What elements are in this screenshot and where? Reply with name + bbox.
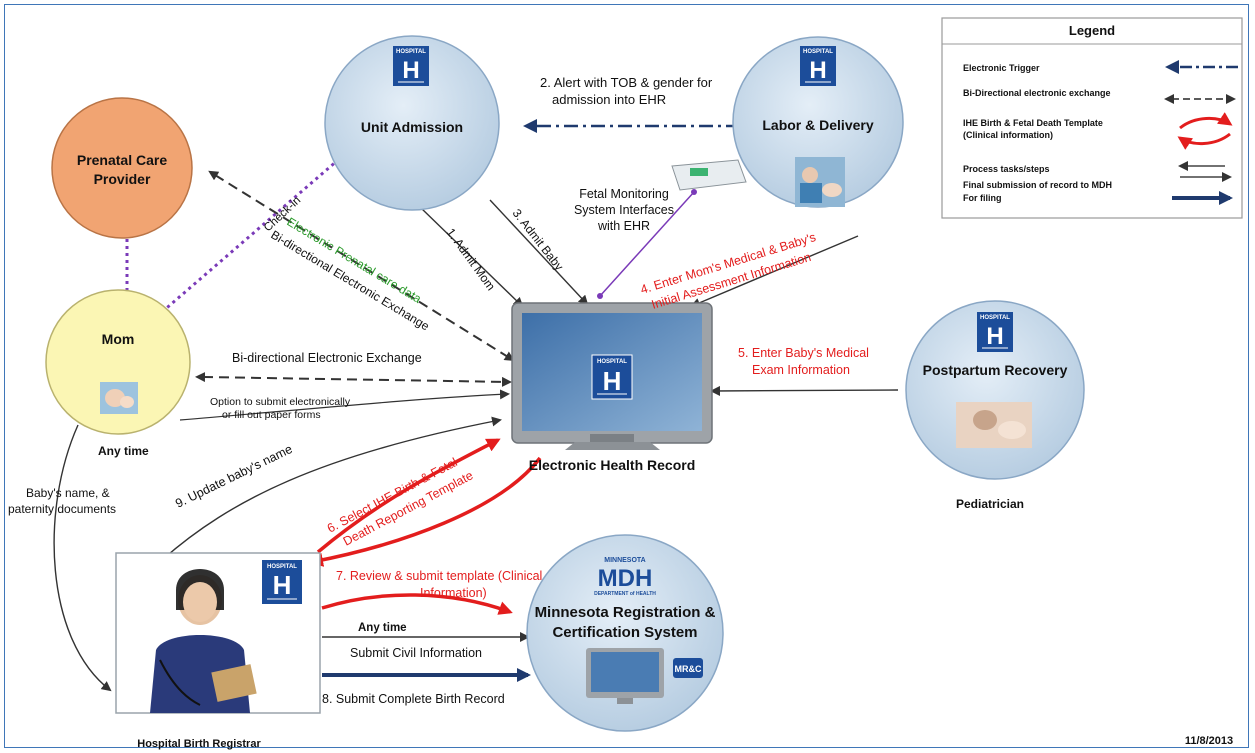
svg-text:MINNESOTA: MINNESOTA xyxy=(604,557,645,564)
pediatrician-label: Pediatrician xyxy=(956,497,1024,511)
legend-item-ihe-sub: (Clinical information) xyxy=(963,130,1053,140)
svg-text:H: H xyxy=(986,323,1003,350)
review-submit-line2: Information) xyxy=(420,586,487,600)
select-template-arrow-down xyxy=(309,456,542,567)
delivery-photo xyxy=(795,157,845,207)
date-label: 11/8/2013 xyxy=(1185,735,1233,747)
fetal-monitor-device xyxy=(671,159,747,191)
admit-baby-label: 3. Admit Baby xyxy=(510,206,567,273)
enter-exam-line1: 5. Enter Baby's Medical xyxy=(738,346,869,360)
mom-registrar-arrow xyxy=(53,424,112,692)
pediatric-photo xyxy=(956,402,1032,448)
legend-box: Legend Electronic Trigger Bi-Directional… xyxy=(941,17,1243,219)
admit-baby-arrow xyxy=(489,199,589,306)
prenatal-ehr-exchange xyxy=(208,170,515,362)
submit-civil-label: Submit Civil Information xyxy=(350,646,482,660)
svg-text:H: H xyxy=(809,57,826,84)
hospital-icon: HOSPITAL H xyxy=(393,46,429,86)
mrc-label-line2: Certification System xyxy=(552,624,697,641)
babys-name-line2: paternity documents xyxy=(8,502,116,516)
hospital-icon: HOSPITAL H xyxy=(800,46,836,86)
any-time-left-label: Any time xyxy=(98,444,149,458)
registrar-photo: HOSPITAL H xyxy=(115,552,321,714)
hospital-icon: HOSPITAL H xyxy=(591,354,633,400)
postpartum-label: Postpartum Recovery xyxy=(923,362,1068,378)
mrc-badge: MR&C xyxy=(673,658,703,678)
update-name-label: 9. Update baby's name xyxy=(173,442,294,511)
svg-text:HOSPITAL: HOSPITAL xyxy=(980,315,1010,321)
registrar-label: Hospital Birth Registrar xyxy=(137,738,261,750)
mom-label: Mom xyxy=(102,331,135,347)
mrc-label-line1: Minnesota Registration & xyxy=(535,604,716,621)
mrc-monitor xyxy=(586,648,664,704)
legend-item-process: Process tasks/steps xyxy=(963,164,1050,174)
mom-baby-photo xyxy=(100,382,138,414)
hospital-icon: HOSPITAL H xyxy=(977,312,1013,352)
option-label-line2: or fill out paper forms xyxy=(222,409,321,421)
fetal-label-line1: Fetal Monitoring xyxy=(579,187,669,201)
ehr-label: Electronic Health Record xyxy=(529,457,696,473)
unit-admission-label: Unit Admission xyxy=(361,119,463,135)
enter-assessment-arrow xyxy=(690,235,859,308)
mrc-node: MINNESOTA MDH DEPARTMENT of HEALTH Minne… xyxy=(526,534,724,732)
mom-ehr-exchange xyxy=(195,372,512,387)
svg-text:DEPARTMENT of HEALTH: DEPARTMENT of HEALTH xyxy=(594,591,656,597)
bidirectional-diag-label: Bi-directional Electronic Exchange xyxy=(268,228,432,334)
svg-text:H: H xyxy=(402,57,419,84)
prenatal-label-line2: Provider xyxy=(94,171,151,187)
admit-mom-label: 1. Admit Mom xyxy=(444,226,498,294)
hospital-icon: HOSPITAL H xyxy=(262,560,302,604)
ehr-monitor: HOSPITAL H xyxy=(511,302,713,450)
legend-item-final-sub: For filing xyxy=(963,193,1002,203)
fetal-label-line2: System Interfaces xyxy=(574,203,674,217)
babys-name-line1: Baby's name, & xyxy=(26,486,110,500)
mom-node: Mom xyxy=(45,289,191,435)
svg-text:H: H xyxy=(603,366,622,396)
prenatal-provider-node: Prenatal Care Provider xyxy=(51,97,193,239)
option-label-line1: Option to submit electronically xyxy=(210,396,351,408)
svg-text:H: H xyxy=(273,570,292,600)
fetal-label-line3: with EHR xyxy=(597,219,650,233)
legend-item-final: Final submission of record to MDH xyxy=(963,180,1112,190)
fetal-monitor-link xyxy=(599,191,695,297)
unit-admission-node: HOSPITAL H Unit Admission xyxy=(324,35,500,211)
any-time-bottom-label: Any time xyxy=(358,622,407,634)
legend-item-bidirectional: Bi-Directional electronic exchange xyxy=(963,88,1111,98)
legend-title: Legend xyxy=(1069,23,1115,38)
svg-text:HOSPITAL: HOSPITAL xyxy=(803,49,833,55)
enter-exam-line2: Exam Information xyxy=(752,363,850,377)
review-submit-line1: 7. Review & submit template (Clinical xyxy=(336,569,542,583)
svg-text:HOSPITAL: HOSPITAL xyxy=(597,359,627,365)
alert-label-line1: 2. Alert with TOB & gender for xyxy=(540,75,713,90)
enter-exam-arrow xyxy=(710,385,899,396)
postpartum-node: HOSPITAL H Postpartum Recovery xyxy=(905,300,1085,480)
legend-item-ihe: IHE Birth & Fetal Death Template xyxy=(963,118,1103,128)
legend-item-trigger: Electronic Trigger xyxy=(963,63,1040,73)
update-name-arrow xyxy=(161,416,502,561)
select-template-arrow-up xyxy=(316,438,501,554)
prenatal-label-line1: Prenatal Care xyxy=(77,152,167,168)
alert-label-line2: admission into EHR xyxy=(552,92,666,107)
admit-mom-arrow xyxy=(419,206,524,308)
svg-text:HOSPITAL: HOSPITAL xyxy=(396,49,426,55)
legend-ihe-arrow xyxy=(1177,112,1233,150)
option-submit-arrow xyxy=(179,389,510,421)
svg-text:MDH: MDH xyxy=(598,565,653,592)
svg-text:MR&C: MR&C xyxy=(675,664,702,674)
review-submit-arrow xyxy=(321,593,513,615)
mdh-logo: MINNESOTA MDH DEPARTMENT of HEALTH xyxy=(594,557,656,597)
submit-complete-label: 8. Submit Complete Birth Record xyxy=(322,692,505,706)
labor-delivery-node: HOSPITAL H Labor & Delivery xyxy=(732,36,904,208)
bidirectional-mom-label: Bi-directional Electronic Exchange xyxy=(232,351,422,365)
labor-delivery-label: Labor & Delivery xyxy=(762,117,873,133)
svg-text:HOSPITAL: HOSPITAL xyxy=(267,564,297,570)
